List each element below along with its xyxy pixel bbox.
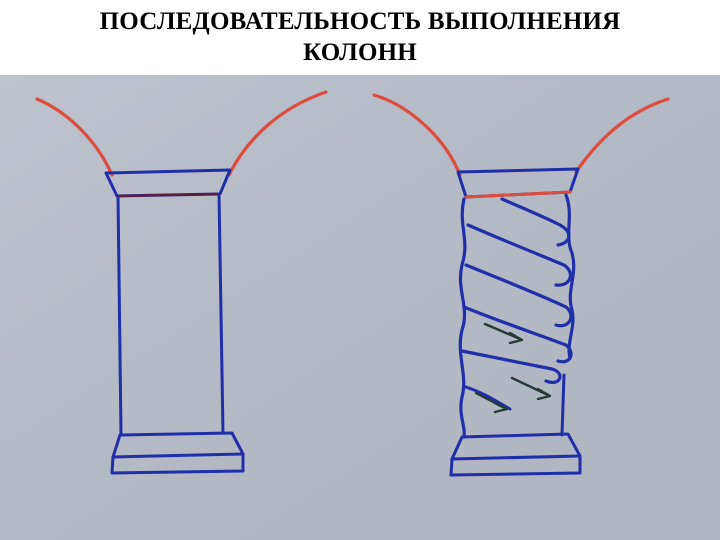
drawing-svg [0, 75, 720, 540]
left-column-shaft-right [217, 192, 225, 435]
right-column-shaft-right [564, 193, 576, 360]
spiral-flute-5 [460, 349, 562, 384]
right-column-right-arch [574, 97, 670, 174]
slide-title: ПОСЛЕДОВАТЕЛЬНОСТЬ ВЫПОЛНЕНИЯ КОЛОНН [0, 6, 720, 68]
direction-arrow-1-head [508, 331, 524, 345]
direction-arrow-3-head [493, 401, 509, 414]
spiral-flute-2 [466, 223, 573, 287]
left-column-capital-underline [115, 192, 222, 198]
spiral-flute-6 [464, 385, 512, 411]
right-column-shaft-right-lower [560, 373, 566, 437]
paper-sheet [0, 75, 720, 540]
right-column-capital-underline [464, 190, 572, 199]
title-line-1: ПОСЛЕДОВАТЕЛЬНОСТЬ ВЫПОЛНЕНИЯ [99, 8, 621, 35]
twisted-column [372, 93, 670, 477]
left-column-left-arch [35, 97, 114, 177]
left-column-right-arch [227, 90, 328, 177]
right-column-shaft-left [458, 197, 467, 439]
column-drawing-photo [0, 75, 720, 540]
spiral-flute-1 [500, 197, 571, 247]
spiral-flute-3 [464, 263, 573, 328]
right-column-left-arch [372, 93, 462, 177]
spiral-flute-4 [462, 305, 573, 364]
title-line-2: КОЛОНН [303, 39, 417, 66]
right-column-plinth [449, 454, 582, 477]
direction-arrow-2-head [536, 387, 552, 401]
left-column-plinth [110, 452, 245, 475]
plain-column [35, 90, 328, 475]
left-column-shaft-left [116, 194, 123, 436]
